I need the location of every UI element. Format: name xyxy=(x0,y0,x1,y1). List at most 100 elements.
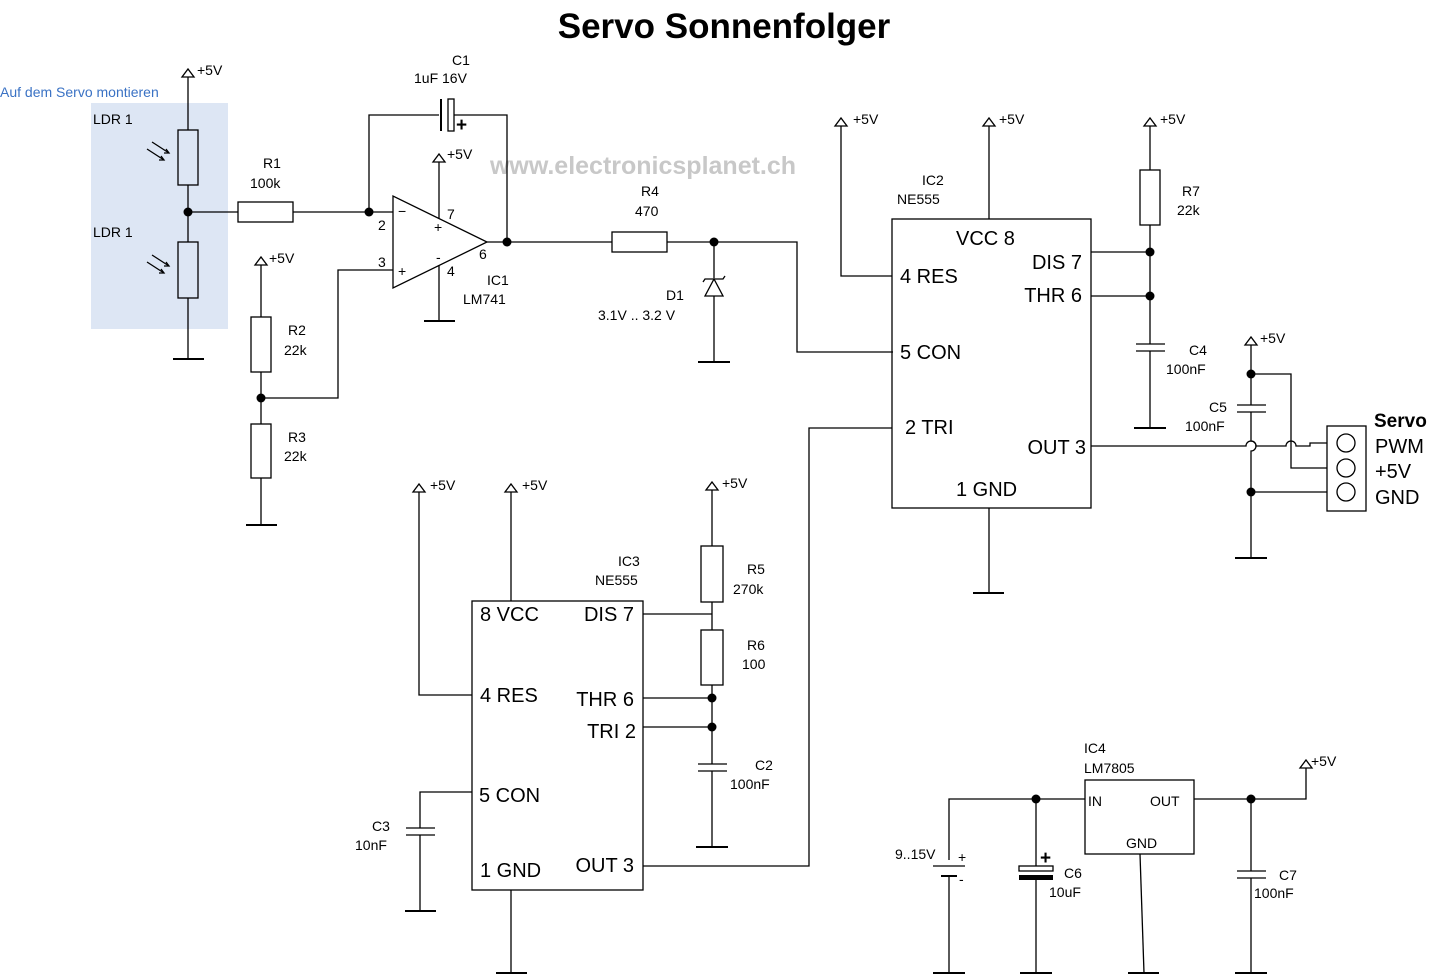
wire xyxy=(948,798,1085,860)
supply-label: +5V xyxy=(853,111,879,127)
r6-value: 100 xyxy=(742,656,766,672)
opamp-supply-minus: - xyxy=(436,249,441,265)
supply-arrow xyxy=(431,152,447,163)
ic4-part: LM7805 xyxy=(1084,760,1135,776)
supply-label: +5V xyxy=(447,146,473,162)
supply-label: +5V xyxy=(269,250,295,266)
c7-name: C7 xyxy=(1279,867,1297,883)
r1-value: 100k xyxy=(250,175,281,191)
ic2-pin-dis: DIS 7 xyxy=(1032,252,1082,274)
ic3-part: NE555 xyxy=(595,572,638,588)
ic2-pin-vcc: VCC 8 xyxy=(956,228,1015,250)
ic3-name: IC3 xyxy=(618,553,640,569)
d1-value: 3.1V .. 3.2 V xyxy=(598,307,676,323)
junction xyxy=(502,237,512,247)
ic1-name: IC1 xyxy=(487,272,509,288)
supply-arrow xyxy=(253,255,269,266)
battery-plus-mark: + xyxy=(958,849,966,865)
ic2-part: NE555 xyxy=(897,191,940,207)
c6-value: 10uF xyxy=(1049,884,1081,900)
wire xyxy=(261,269,393,399)
ic4-pin-gnd: GND xyxy=(1126,835,1157,851)
r7-name: R7 xyxy=(1182,183,1200,199)
wire xyxy=(840,126,892,277)
r4-name: R4 xyxy=(641,183,659,199)
c1-value: 1uF 16V xyxy=(414,70,468,86)
wire xyxy=(1139,853,1145,974)
ic3-pin-thr: THR 6 xyxy=(576,689,634,711)
ic4-body xyxy=(1084,779,1195,855)
supply-arrow xyxy=(180,67,196,130)
ic4-pin-out: OUT xyxy=(1150,793,1180,809)
polarity-plus-icon: + xyxy=(456,115,467,136)
d1-name: D1 xyxy=(666,287,684,303)
ic3-pin-con: 5 CON xyxy=(479,785,540,807)
polarity-plus-icon: + xyxy=(1040,848,1051,869)
ic1-pin2: 2 xyxy=(378,217,386,233)
r5-value: 270k xyxy=(733,581,764,597)
supply-label: +5V xyxy=(1260,330,1286,346)
opamp-plus-symbol: + xyxy=(398,263,406,279)
wire xyxy=(667,241,893,353)
battery-value: 9..15V xyxy=(895,846,936,862)
wire xyxy=(454,114,508,242)
c6-name: C6 xyxy=(1064,865,1082,881)
servo-pin-label: +5V xyxy=(1375,461,1412,483)
servo-pin-label: PWM xyxy=(1375,436,1424,458)
servo-pin-gnd xyxy=(1336,482,1356,502)
light-arrows-icon xyxy=(146,141,171,161)
r3-value: 22k xyxy=(284,448,308,464)
servo-title: Servo xyxy=(1374,411,1427,432)
ic3-pin-vcc: 8 VCC xyxy=(480,604,539,626)
ic2-pin-out: OUT 3 xyxy=(1027,437,1086,459)
resistor-r3 xyxy=(250,423,272,479)
ic4-name: IC4 xyxy=(1084,740,1106,756)
ic3-pin-dis: DIS 7 xyxy=(584,604,634,626)
junction xyxy=(1145,291,1155,301)
c3-name: C3 xyxy=(372,818,390,834)
ic2-body xyxy=(891,218,1092,509)
zener-cathode xyxy=(702,275,726,283)
c5-value: 100nF xyxy=(1185,418,1225,434)
capacitor-c1-plate xyxy=(447,98,455,132)
r3-name: R3 xyxy=(288,429,306,445)
wire xyxy=(419,791,472,828)
supply-arrow xyxy=(1243,335,1259,346)
c1-name: C1 xyxy=(452,52,470,68)
light-arrows-icon xyxy=(146,254,171,274)
junction xyxy=(707,693,717,703)
wire xyxy=(368,114,439,212)
ic1-pin6: 6 xyxy=(479,246,487,262)
r2-value: 22k xyxy=(284,342,308,358)
supply-label: +5V xyxy=(522,477,548,493)
ic4-pin-in: IN xyxy=(1088,793,1102,809)
resistor-r5 xyxy=(700,545,724,603)
ic2-pin-tri: 2 TRI xyxy=(905,417,954,439)
ic2-pin-gnd: 1 GND xyxy=(956,479,1017,501)
supply-label: +5V xyxy=(430,477,456,493)
opamp-minus-symbol: − xyxy=(398,203,406,219)
resistor-r7 xyxy=(1139,169,1161,226)
ic2-name: IC2 xyxy=(922,172,944,188)
junction xyxy=(707,722,717,732)
wire xyxy=(643,427,892,867)
capacitor-c6-plate xyxy=(1019,875,1053,880)
supply-label: +5V xyxy=(1311,753,1337,769)
ic3-body xyxy=(471,600,644,891)
supply-arrow xyxy=(1142,116,1158,127)
r2-name: R2 xyxy=(288,322,306,338)
battery-minus-mark: - xyxy=(959,871,964,887)
wire xyxy=(418,492,472,696)
servo-pin-pwm xyxy=(1336,433,1356,453)
r6-name: R6 xyxy=(747,637,765,653)
c5-name: C5 xyxy=(1209,399,1227,415)
ic2-pin-con: 5 CON xyxy=(900,342,961,364)
ic2-pin-res: 4 RES xyxy=(900,266,958,288)
supply-label: +5V xyxy=(999,111,1025,127)
watermark: www.electronicsplanet.ch xyxy=(489,152,796,180)
r7-value: 22k xyxy=(1177,202,1201,218)
servo-pin-vcc xyxy=(1336,458,1356,478)
supply-arrow xyxy=(833,116,849,127)
ic2-pin-thr: THR 6 xyxy=(1024,285,1082,307)
